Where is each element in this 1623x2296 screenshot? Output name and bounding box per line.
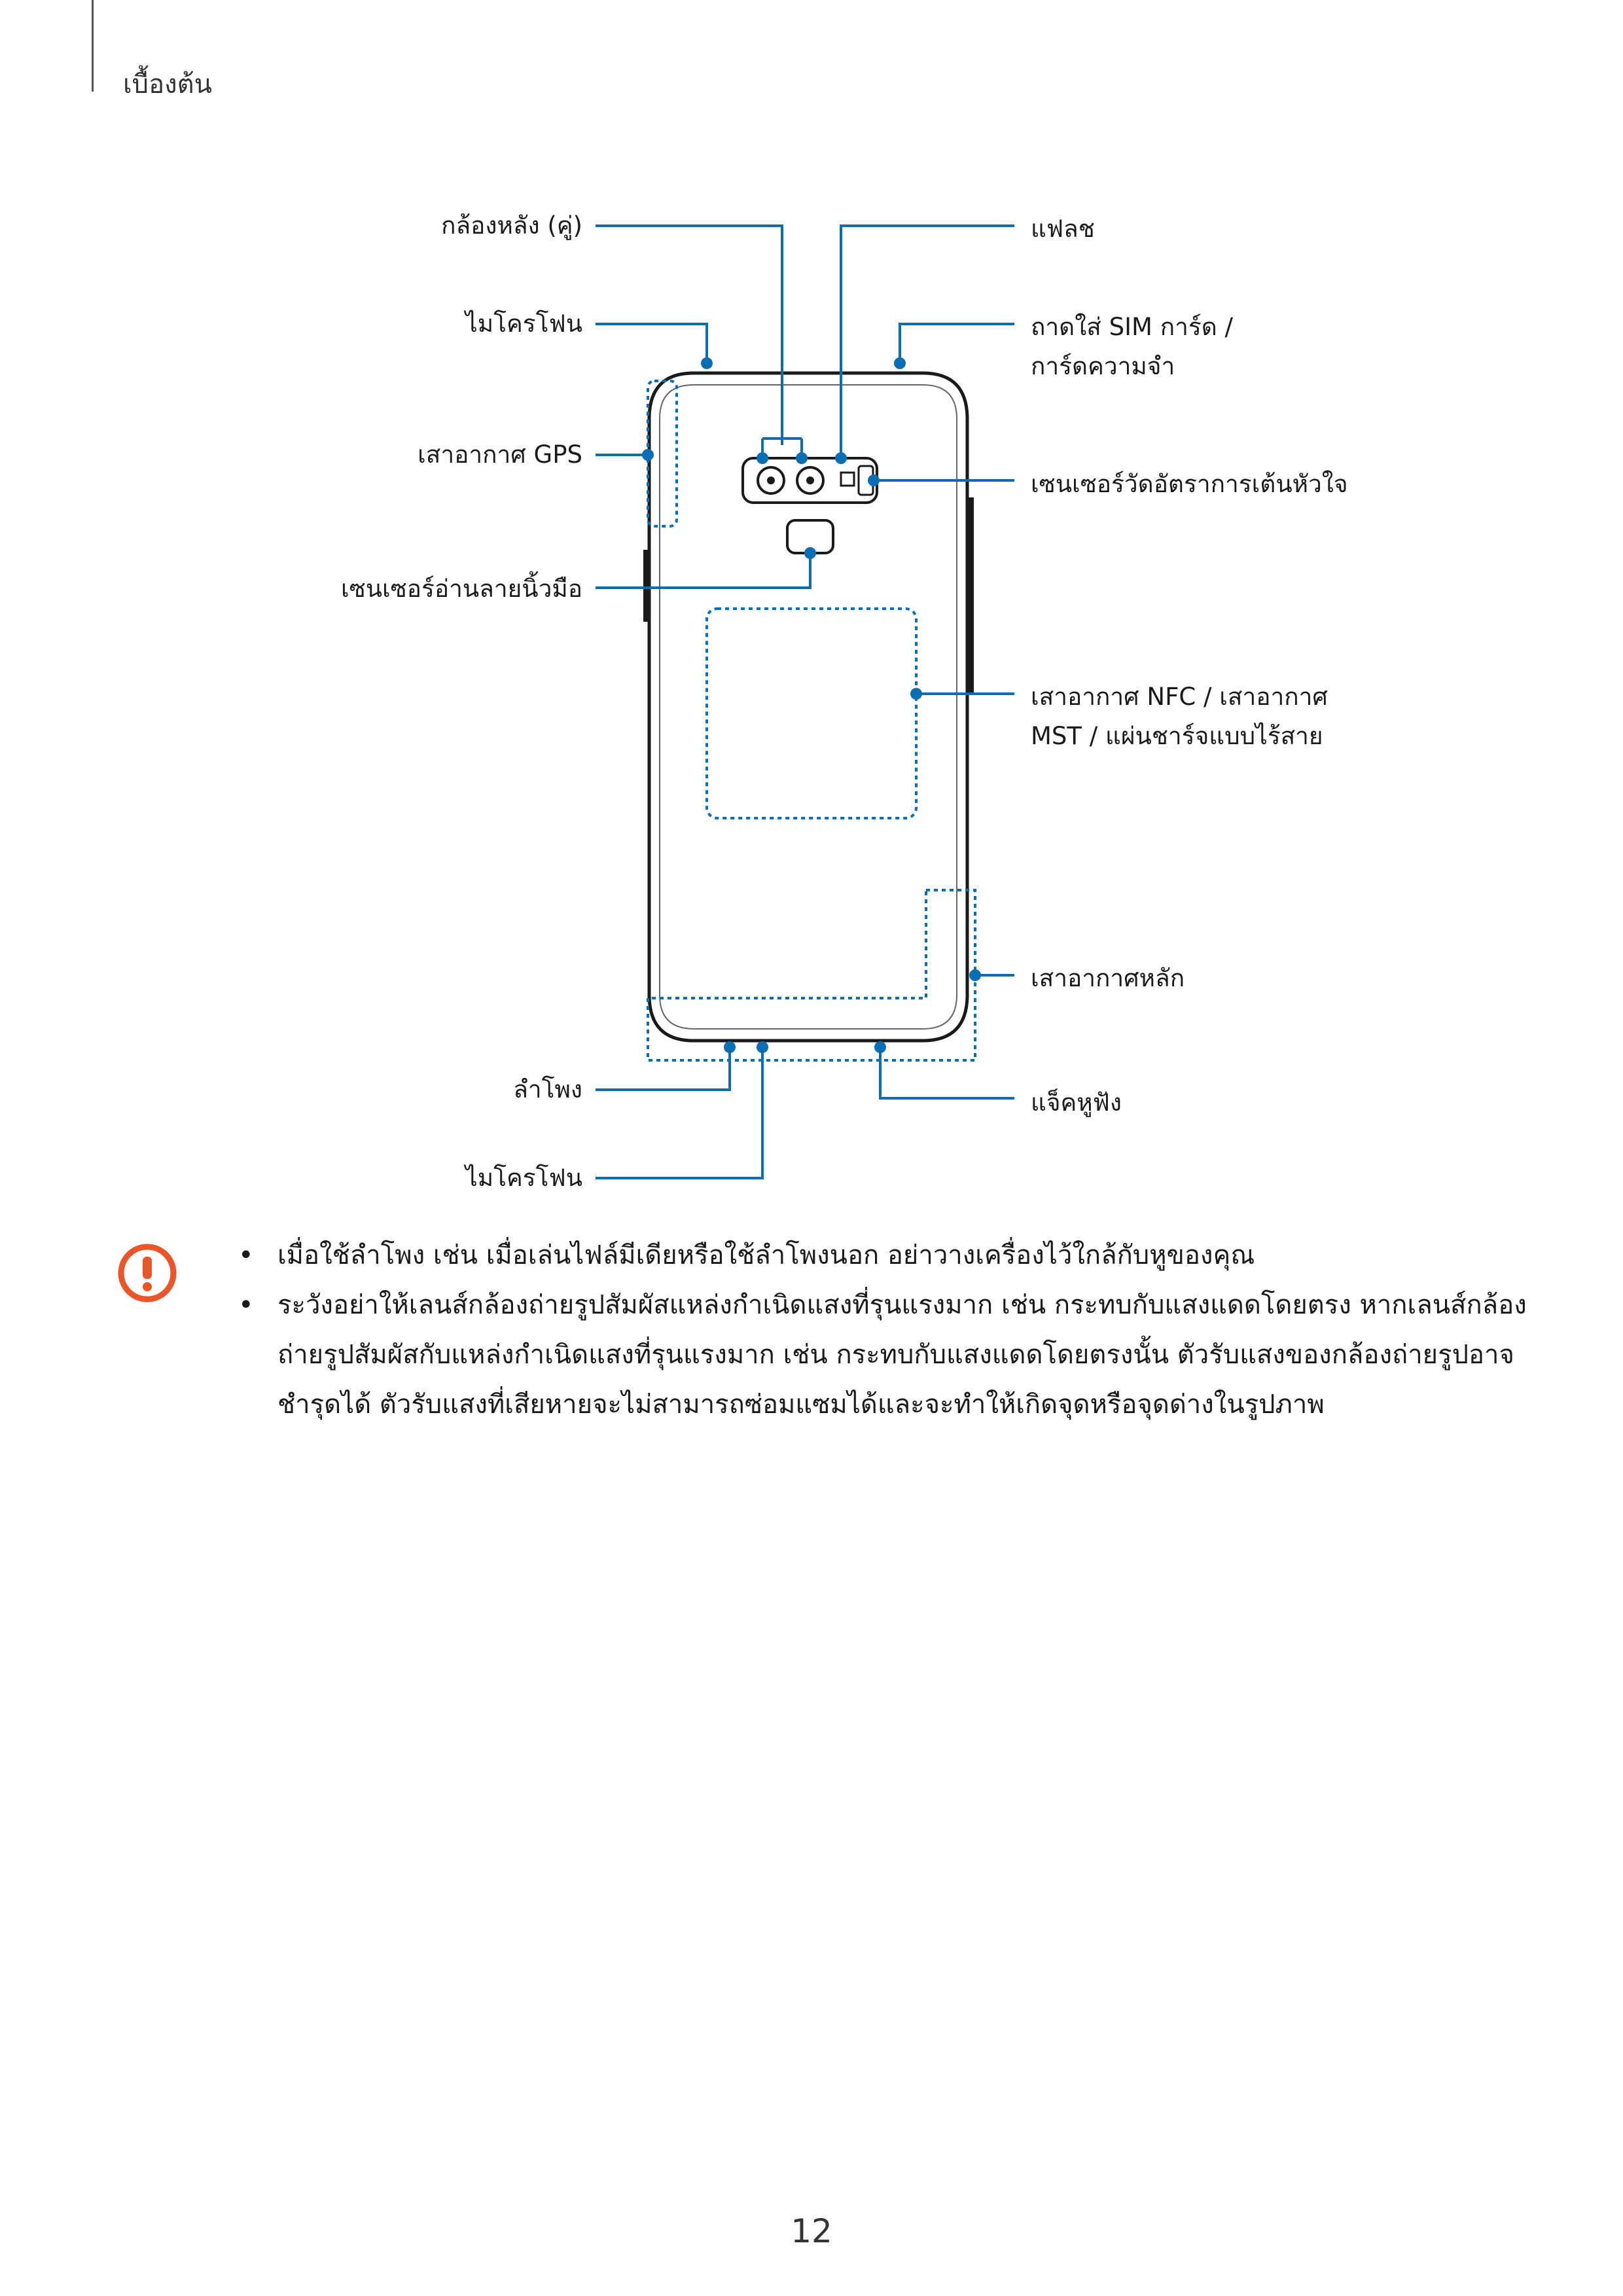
label-rear-camera: กล้องหลัง (คู่) bbox=[441, 211, 582, 240]
caution-notes: • เมื่อใช้ลำโพง เช่น เมื่อเล่นไฟล์มีเดียห… bbox=[236, 1230, 1531, 1429]
dot-gps bbox=[642, 449, 654, 461]
nfc-region bbox=[705, 607, 918, 819]
speaker-callout bbox=[596, 1047, 731, 1091]
camera-lens-1-center bbox=[767, 476, 775, 484]
bottom-mic-callout bbox=[596, 1047, 764, 1179]
earphone-jack-callout bbox=[879, 1047, 1014, 1100]
camera-lens-2 bbox=[796, 466, 825, 495]
section-title: เบื้องต้น bbox=[123, 69, 212, 99]
dot-top-mic bbox=[701, 357, 713, 369]
dot-earphone bbox=[874, 1041, 886, 1053]
bullet: • bbox=[238, 1240, 254, 1270]
top-mic-callout bbox=[596, 323, 708, 363]
fingerprint-callout bbox=[596, 553, 812, 589]
flash-callout bbox=[840, 224, 1014, 458]
dot-sim bbox=[894, 357, 906, 369]
label-main-antenna: เสาอากาศหลัก bbox=[1031, 964, 1185, 992]
phone-outline bbox=[647, 371, 969, 1043]
sim-tray-callout bbox=[899, 323, 1014, 363]
power-button bbox=[966, 596, 974, 694]
dot-main-antenna bbox=[969, 969, 981, 981]
label-sim-tray-1: ถาดใส่ SIM การ์ด / bbox=[1031, 313, 1234, 341]
dot-fingerprint bbox=[804, 547, 816, 559]
label-earphone-jack: แจ็คหูฟัง bbox=[1031, 1088, 1122, 1117]
flash-led bbox=[840, 471, 855, 487]
label-gps-antenna: เสาอากาศ GPS bbox=[418, 440, 582, 469]
dot-speaker bbox=[724, 1041, 736, 1053]
bixby-button bbox=[966, 497, 974, 596]
phone-inner-edge bbox=[659, 384, 957, 1030]
label-nfc-2: MST / แผ่นชาร์จแบบไร้สาย bbox=[1031, 722, 1323, 750]
dot-bottom-mic bbox=[757, 1041, 768, 1053]
note-item: • เมื่อใช้ลำโพง เช่น เมื่อเล่นไฟล์มีเดียห… bbox=[236, 1230, 1531, 1280]
camera-lens-1 bbox=[757, 466, 785, 495]
caution-icon bbox=[118, 1244, 177, 1302]
bullet: • bbox=[238, 1290, 254, 1320]
dot-nfc bbox=[910, 688, 922, 700]
page-number: 12 bbox=[791, 2212, 832, 2250]
dot-camera-2 bbox=[796, 452, 808, 464]
main-antenna-region bbox=[647, 889, 976, 1062]
label-flash: แฟลช bbox=[1031, 215, 1095, 243]
volume-button-2 bbox=[643, 576, 650, 609]
dot-heart bbox=[868, 475, 880, 486]
dot-flash bbox=[835, 452, 847, 464]
dot-camera-1 bbox=[757, 452, 768, 464]
label-bottom-mic: ไมโครโฟน bbox=[465, 1164, 582, 1192]
rear-camera-callout bbox=[596, 224, 802, 445]
label-heart-rate: เซนเซอร์วัดอัตราการเต้นหัวใจ bbox=[1031, 470, 1348, 498]
camera-lens-2-center bbox=[806, 476, 814, 484]
label-nfc-1: เสาอากาศ NFC / เสาอากาศ bbox=[1031, 683, 1328, 711]
label-sim-tray-2: การ์ดความจำ bbox=[1031, 352, 1175, 380]
label-speaker: ลำโพง bbox=[513, 1075, 582, 1103]
phone-body bbox=[647, 371, 969, 1043]
label-top-mic: ไมโครโฟน bbox=[465, 310, 582, 338]
note-text: เมื่อใช้ลำโพง เช่น เมื่อเล่นไฟล์มีเดียหร… bbox=[277, 1240, 1255, 1270]
device-rear-diagram bbox=[596, 224, 1014, 1179]
label-fingerprint: เซนเซอร์อ่านลายนิ้วมือ bbox=[340, 575, 582, 603]
header-rule bbox=[92, 0, 94, 92]
note-text: ระวังอย่าให้เลนส์กล้องถ่ายรูปสัมผัสแหล่ง… bbox=[277, 1290, 1527, 1420]
note-item: • ระวังอย่าให้เลนส์กล้องถ่ายรูปสัมผัสแหล่… bbox=[236, 1280, 1531, 1429]
